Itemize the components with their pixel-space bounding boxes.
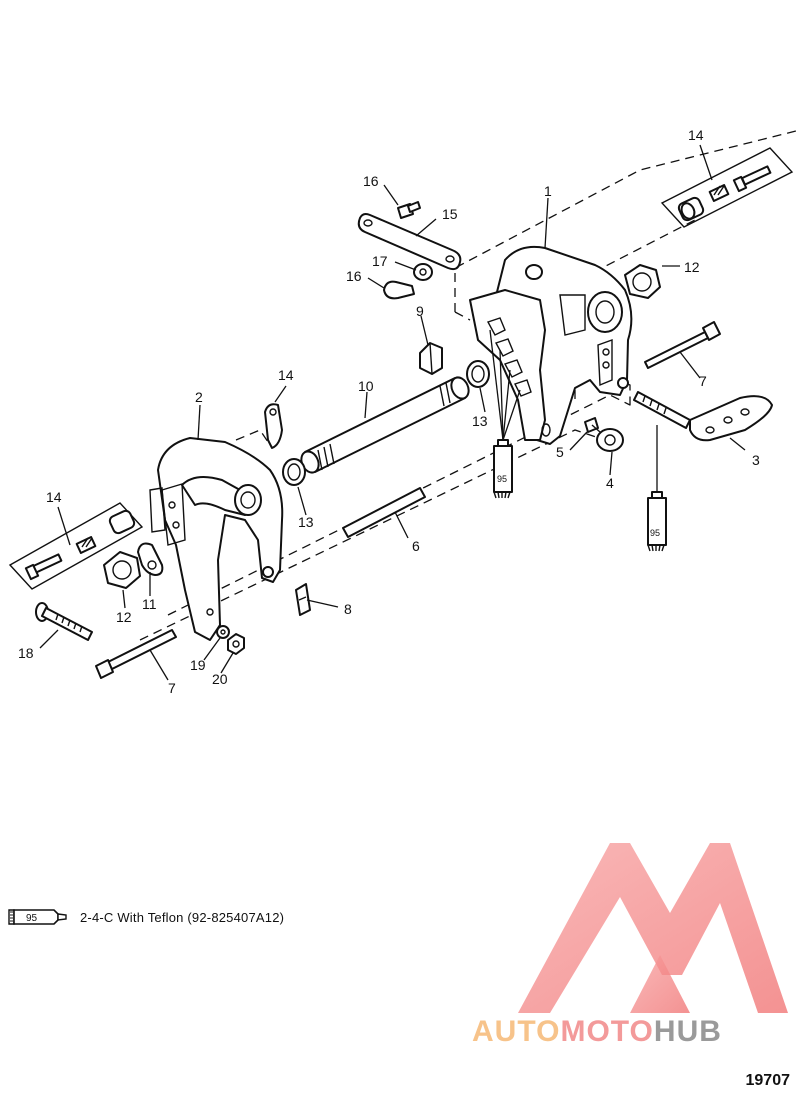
part-13-washer-right xyxy=(466,360,490,388)
callout-12-right: 12 xyxy=(684,259,700,275)
callout-19: 19 xyxy=(190,657,206,673)
lubricant-tube-right: 95 xyxy=(647,491,667,552)
callout-20: 20 xyxy=(212,671,228,687)
leader-lines xyxy=(39,144,746,681)
lubricant-tube-icon: 95 xyxy=(8,909,67,925)
callout-11: 11 xyxy=(142,596,157,612)
part-5-screw xyxy=(584,417,601,433)
part-12-nut-right xyxy=(624,264,661,299)
callout-7-upper: 7 xyxy=(699,373,707,389)
callout-15: 15 xyxy=(442,206,458,222)
callout-10: 10 xyxy=(358,378,374,394)
part-14-kit-top-right xyxy=(660,147,794,228)
lubricant-tube-center: 95 xyxy=(493,439,513,499)
part-19-washer xyxy=(216,625,230,639)
legend-text: 2-4-C With Teflon (92-825407A12) xyxy=(80,909,285,925)
part-11-tab-washer xyxy=(137,542,164,576)
tube-label: 95 xyxy=(497,474,507,484)
callout-14-middle: 14 xyxy=(278,367,294,383)
part-10-tilt-tube xyxy=(300,376,470,474)
figure-number: 19707 xyxy=(745,1072,791,1089)
callout-14-top: 14 xyxy=(688,127,704,143)
part-3-transom-thumbscrew xyxy=(633,391,773,442)
callout-18: 18 xyxy=(18,645,34,661)
callout-12-left: 12 xyxy=(116,609,132,625)
part-17-washer xyxy=(413,263,433,281)
part-1-starboard-clamp-bracket xyxy=(469,245,633,445)
callout-13-left: 13 xyxy=(298,514,314,530)
part-2-port-clamp-bracket xyxy=(149,437,284,641)
logo-word-moto: MOTO xyxy=(560,1015,654,1048)
callout-3: 3 xyxy=(752,452,760,468)
callout-14-left: 14 xyxy=(46,489,62,505)
callout-5: 5 xyxy=(556,444,564,460)
part-15-link-plate xyxy=(357,213,462,271)
part-6-pin xyxy=(342,487,426,538)
part-9-wedge xyxy=(419,342,443,375)
part-4-swivel-pad xyxy=(596,428,624,452)
legend-tube-label: 95 xyxy=(26,913,38,924)
callout-2: 2 xyxy=(195,389,203,405)
part-13-washer-left xyxy=(282,458,306,486)
logo-word-auto: AUTO xyxy=(472,1015,561,1048)
watermark-logo-text: AUTOMOTOHUB xyxy=(472,1012,722,1052)
callout-1: 1 xyxy=(544,183,552,199)
callout-17: 17 xyxy=(372,253,388,269)
callout-16-upper: 16 xyxy=(363,173,379,189)
part-12-nut-left xyxy=(103,551,141,589)
callout-4: 4 xyxy=(606,475,614,491)
callout-16-lower: 16 xyxy=(346,268,362,284)
part-18-bolt xyxy=(35,602,93,641)
callout-labels: 1 2 3 4 5 6 7 7 8 9 10 11 12 12 13 13 14… xyxy=(18,127,760,696)
callout-9: 9 xyxy=(416,303,424,319)
lubricant-legend: 95 2-4-C With Teflon (92-825407A12) xyxy=(8,906,284,928)
callout-13-right: 13 xyxy=(472,413,488,429)
part-16-screw-upper xyxy=(397,201,421,219)
callout-7-lower: 7 xyxy=(168,680,176,696)
part-7-long-bolt-lower xyxy=(95,629,177,679)
watermark-logo-mark xyxy=(518,843,788,1013)
part-20-nut xyxy=(227,633,245,655)
callout-6: 6 xyxy=(412,538,420,554)
part-14-kit-left xyxy=(8,502,144,590)
part-14-clip-middle xyxy=(264,403,283,449)
tube-label: 95 xyxy=(650,528,660,538)
part-16-screw-lower xyxy=(383,280,415,300)
part-8-clip xyxy=(295,583,311,616)
logo-word-hub: HUB xyxy=(653,1015,722,1048)
callout-8: 8 xyxy=(344,601,352,617)
part-7-long-bolt-upper xyxy=(644,321,721,369)
